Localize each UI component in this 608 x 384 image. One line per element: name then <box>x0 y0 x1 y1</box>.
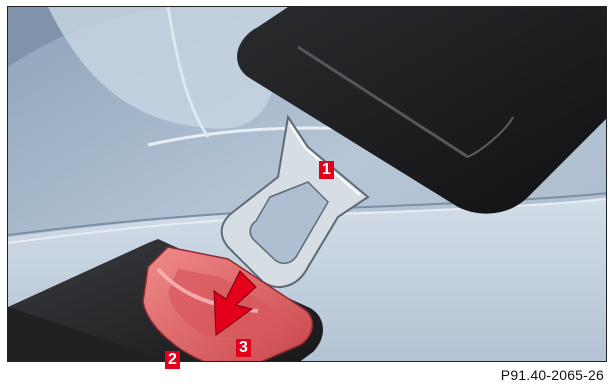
callout-3: 3 <box>236 339 251 357</box>
figure-code: P91.40-2065-26 <box>501 367 604 383</box>
callout-2: 2 <box>165 351 180 369</box>
callout-1: 1 <box>319 161 334 179</box>
seat-belt-illustration <box>7 6 607 362</box>
